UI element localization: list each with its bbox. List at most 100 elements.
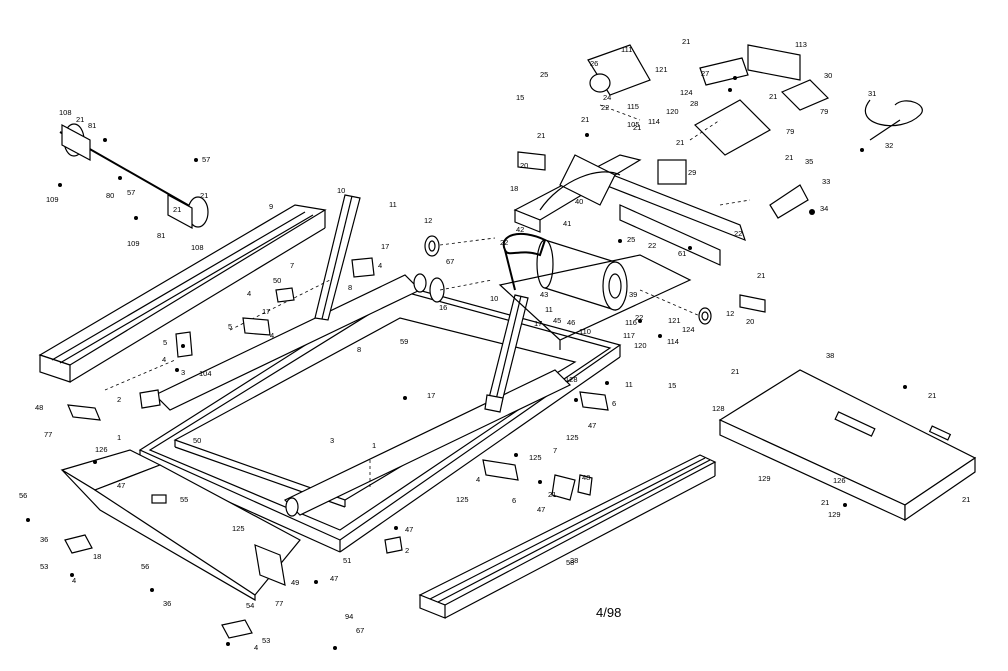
callout-label: 17 [534, 319, 542, 328]
callout-label: 57 [202, 155, 210, 164]
callout-label: 129 [828, 510, 841, 519]
callout-label: 31 [868, 89, 876, 98]
deck [173, 317, 577, 508]
callout-label: 21 [200, 191, 208, 200]
callout-label: 108 [191, 243, 204, 252]
callout-label: 79 [786, 127, 794, 136]
callout-label: 79 [820, 107, 828, 116]
callout-label: 4 [247, 289, 251, 298]
callout-label: 115 [627, 102, 639, 111]
incline-motor-26 [587, 44, 651, 96]
callout-label: 47 [330, 574, 338, 583]
foot-53-lower [221, 619, 253, 639]
callout-label: 4 [476, 475, 480, 484]
drive-motor [536, 239, 628, 311]
callout-label: 8 [357, 345, 361, 354]
callout-label: 109 [127, 239, 140, 248]
callout-label: 16 [439, 303, 447, 312]
callout-label: 5 [163, 338, 167, 347]
callout-label: 33 [822, 177, 830, 186]
callout-label: 53 [262, 636, 270, 645]
callout-label: 124 [682, 325, 695, 334]
callout-label: 29 [688, 168, 696, 177]
callout-label: 4 [162, 355, 166, 364]
callout-label: 80 [106, 191, 114, 200]
bracket-34 [769, 184, 809, 219]
callout-label: 22 [648, 241, 656, 250]
bracket-2-left [139, 389, 161, 409]
pivot-axle [59, 123, 209, 230]
callout-label: 2 [117, 395, 121, 404]
callout-label: 32 [885, 141, 893, 150]
callout-label: 9 [269, 202, 273, 211]
callout-label: 94 [345, 612, 353, 621]
callout-label: 2 [405, 546, 409, 555]
callout-label: 49 [291, 578, 299, 587]
front-hood [60, 449, 301, 602]
transformer [657, 159, 687, 185]
fastener-dots [26, 76, 907, 650]
pad-55 [151, 494, 167, 504]
right-side-rail [418, 454, 717, 619]
callout-label: 59 [400, 337, 408, 346]
callout-label: 15 [668, 381, 676, 390]
callout-label: 28 [690, 99, 698, 108]
left-upright [314, 194, 361, 321]
callout-label: 61 [678, 249, 686, 258]
callout-label: 81 [157, 231, 165, 240]
callout-label: 17 [262, 307, 270, 316]
callout-label: 5 [228, 322, 232, 331]
callout-label: 4 [270, 331, 274, 340]
callout-label: 30 [824, 71, 832, 80]
callout-label: 116 [625, 318, 637, 327]
callout-label: 21 [821, 498, 829, 507]
callout-label: 21 [676, 138, 684, 147]
bracket-50 [275, 287, 295, 303]
callout-label: 42 [516, 225, 524, 234]
callout-label: 39 [629, 290, 637, 299]
callout-label: 1 [117, 433, 121, 442]
callout-label: 47 [537, 505, 545, 514]
date-code: 4/98 [596, 605, 621, 620]
callout-label: 12 [424, 216, 432, 225]
motor-controller-board [694, 99, 771, 156]
callout-label: 77 [275, 599, 283, 608]
bracket-113 [747, 44, 801, 81]
callout-label: 38 [570, 556, 578, 565]
callout-label: 57 [127, 188, 135, 197]
callout-label: 4 [378, 261, 382, 270]
callout-label: 43 [540, 290, 548, 299]
callout-label: 10 [490, 294, 498, 303]
callout-label: 21 [785, 153, 793, 162]
callout-label: 125 [456, 495, 469, 504]
callout-label: 54 [246, 601, 254, 610]
callout-label: 129 [758, 474, 771, 483]
callout-label: 4 [254, 643, 258, 652]
callout-label: 22 [601, 103, 609, 112]
callout-label: 25 [627, 235, 635, 244]
callout-label: 126 [95, 445, 108, 454]
foot-53-front [64, 534, 93, 554]
drive-belt [502, 232, 547, 291]
callout-label: 67 [446, 257, 454, 266]
callout-label: 21 [769, 92, 777, 101]
callout-label: 47 [117, 481, 125, 490]
callout-label: 125 [529, 453, 542, 462]
callout-label: 77 [44, 430, 52, 439]
circuit-board-30 [780, 79, 830, 111]
power-cord [864, 99, 923, 141]
callout-label: 35 [805, 157, 813, 166]
callout-label: 125 [566, 433, 579, 442]
left-side-rail [38, 204, 327, 383]
callout-label: 20 [746, 317, 754, 326]
callout-label: 120 [666, 107, 679, 116]
callout-label: 24 [603, 93, 611, 102]
callout-label: 105 [627, 120, 640, 129]
callout-label: 6 [512, 496, 516, 505]
callout-label: 1 [372, 441, 376, 450]
callout-label: 41 [563, 219, 571, 228]
callout-label: 7 [553, 446, 557, 455]
callout-label: 117 [623, 331, 635, 340]
callout-label: 51 [343, 556, 351, 565]
motor-frame [513, 154, 746, 266]
